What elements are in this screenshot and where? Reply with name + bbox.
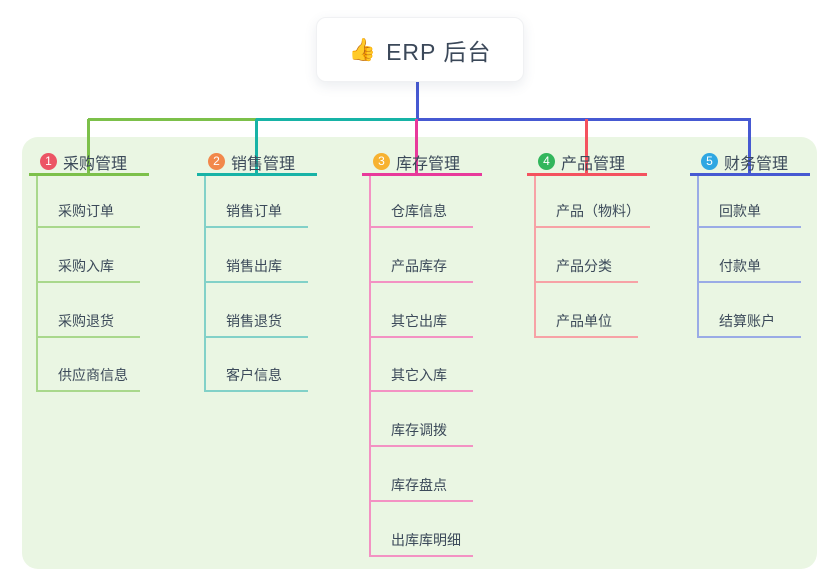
branch-drop-connector bbox=[87, 119, 90, 176]
branch-label: 库存管理 bbox=[396, 155, 461, 173]
child-node-label: 产品单位 bbox=[556, 312, 612, 329]
trunk-segment bbox=[88, 118, 256, 121]
branch-number-badge: 3 bbox=[373, 153, 390, 170]
branch-number-badge: 2 bbox=[208, 153, 225, 170]
child-node[interactable]: 出库库明细 bbox=[369, 525, 473, 557]
child-node[interactable]: 回款单 bbox=[697, 196, 801, 228]
mindmap-panel bbox=[22, 137, 817, 569]
branch-drop-connector bbox=[585, 119, 588, 176]
child-node[interactable]: 仓库信息 bbox=[369, 196, 473, 228]
branch-number-badge: 1 bbox=[40, 153, 57, 170]
child-node-label: 客户信息 bbox=[226, 367, 282, 384]
branch-node[interactable]: 4 产品管理 bbox=[527, 150, 647, 176]
child-node-label: 结算账户 bbox=[719, 312, 775, 329]
branch-drop-connector bbox=[748, 119, 751, 176]
branch-number-badge: 4 bbox=[538, 153, 555, 170]
child-node-label: 其它入库 bbox=[391, 367, 447, 384]
child-node-label: 付款单 bbox=[719, 257, 761, 274]
child-node-label: 产品分类 bbox=[556, 257, 612, 274]
child-node-label: 库存调拨 bbox=[391, 422, 447, 439]
branch-children-spine bbox=[204, 176, 206, 393]
child-node-label: 销售退货 bbox=[226, 312, 282, 329]
child-node-label: 仓库信息 bbox=[391, 203, 447, 219]
child-node[interactable]: 采购入库 bbox=[36, 251, 140, 283]
child-node-label: 销售出库 bbox=[226, 257, 282, 274]
branch-children-spine bbox=[697, 176, 699, 338]
branch-children-spine bbox=[36, 176, 38, 393]
child-node[interactable]: 产品（物料） bbox=[534, 196, 650, 228]
branch-drop-connector bbox=[415, 119, 418, 176]
branch-label: 销售管理 bbox=[231, 155, 296, 173]
child-node-label: 采购订单 bbox=[58, 203, 114, 219]
root-node-title: ERP 后台 bbox=[386, 38, 492, 65]
thumbs-up-icon: 👍 bbox=[348, 36, 377, 62]
child-node-label: 产品库存 bbox=[391, 257, 447, 274]
child-node[interactable]: 其它出库 bbox=[369, 306, 473, 338]
branch-label: 采购管理 bbox=[63, 155, 128, 173]
child-node[interactable]: 产品库存 bbox=[369, 251, 473, 283]
branch-label: 产品管理 bbox=[561, 155, 626, 173]
child-node[interactable]: 采购退货 bbox=[36, 306, 140, 338]
root-stem-connector bbox=[416, 82, 419, 119]
child-node-label: 库存盘点 bbox=[391, 477, 447, 493]
trunk-segment bbox=[417, 118, 751, 121]
child-node[interactable]: 销售出库 bbox=[204, 251, 308, 283]
child-node-label: 供应商信息 bbox=[58, 367, 128, 384]
child-node-label: 销售订单 bbox=[226, 203, 282, 219]
child-node[interactable]: 采购订单 bbox=[36, 196, 140, 228]
child-node-label: 其它出库 bbox=[391, 312, 447, 329]
child-node-label: 产品（物料） bbox=[556, 203, 640, 219]
child-node-label: 回款单 bbox=[719, 203, 761, 219]
child-node[interactable]: 客户信息 bbox=[204, 360, 308, 393]
root-node-erp[interactable]: 👍 ERP 后台 bbox=[316, 17, 524, 82]
branch-number-badge: 5 bbox=[701, 153, 718, 170]
child-node[interactable]: 付款单 bbox=[697, 251, 801, 283]
branch-drop-connector bbox=[255, 119, 258, 176]
branch-node[interactable]: 2 销售管理 bbox=[197, 150, 317, 176]
child-node[interactable]: 库存调拨 bbox=[369, 415, 473, 448]
child-node[interactable]: 产品分类 bbox=[534, 251, 638, 283]
child-node[interactable]: 库存盘点 bbox=[369, 470, 473, 502]
branch-node[interactable]: 1 采购管理 bbox=[29, 150, 149, 176]
child-node[interactable]: 销售订单 bbox=[204, 196, 308, 228]
branch-children-spine bbox=[534, 176, 536, 338]
child-node[interactable]: 结算账户 bbox=[697, 306, 801, 338]
child-node[interactable]: 销售退货 bbox=[204, 306, 308, 338]
child-node[interactable]: 其它入库 bbox=[369, 360, 473, 393]
child-node-label: 采购退货 bbox=[58, 312, 114, 329]
child-node[interactable]: 供应商信息 bbox=[36, 360, 140, 393]
branch-node[interactable]: 3 库存管理 bbox=[362, 150, 482, 176]
child-node-label: 出库库明细 bbox=[391, 531, 461, 548]
branch-label: 财务管理 bbox=[724, 155, 789, 173]
branch-children-spine bbox=[369, 176, 371, 557]
branch-node[interactable]: 5 财务管理 bbox=[690, 150, 810, 176]
child-node-label: 采购入库 bbox=[58, 257, 114, 274]
trunk-segment bbox=[256, 118, 417, 121]
child-node[interactable]: 产品单位 bbox=[534, 306, 638, 338]
